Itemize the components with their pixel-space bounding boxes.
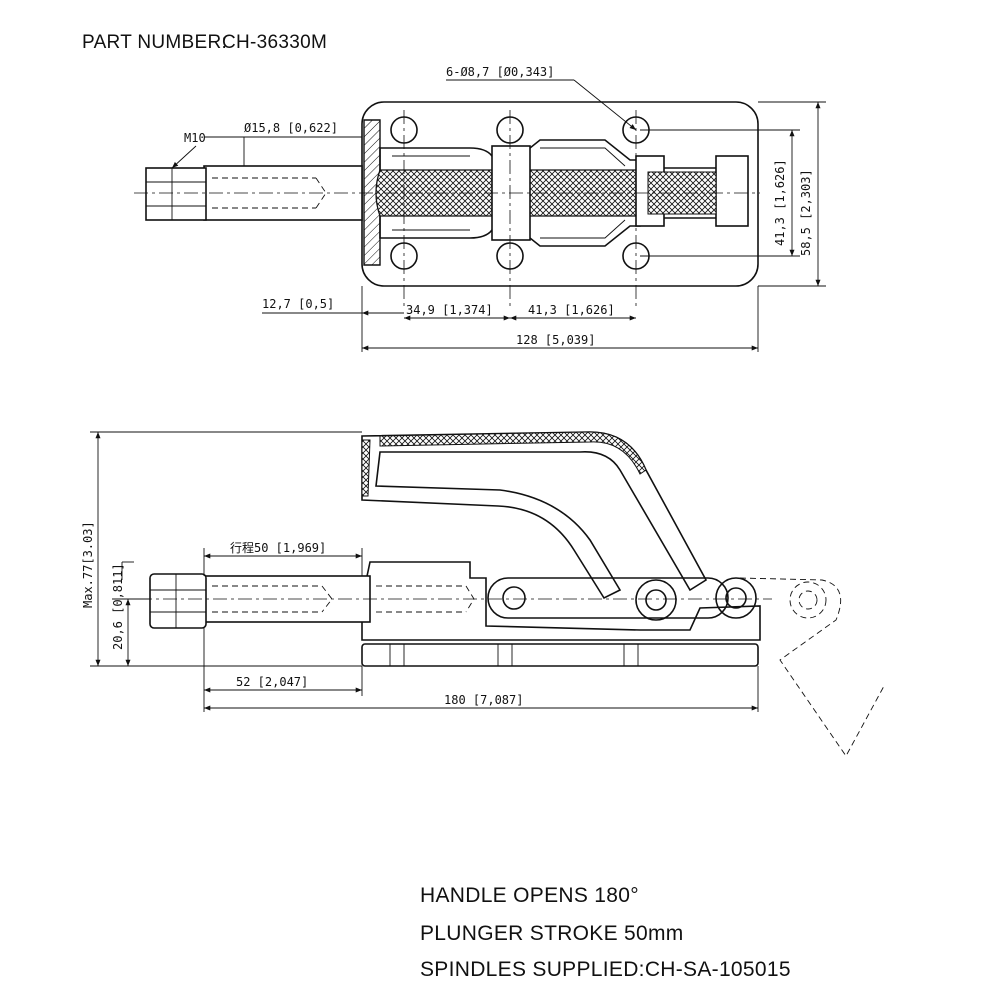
dim-stroke: 行程50 [1,969] — [230, 540, 326, 555]
pivot-rear-inner — [725, 587, 747, 609]
pivot-rear — [715, 577, 757, 619]
dim-hole-spacing-1: 34,9 [1,374] — [406, 303, 493, 317]
link-hatch — [647, 171, 717, 215]
note-stroke: PLUNGER STROKE 50mm — [420, 922, 684, 945]
shaft-diameter-callout: Ø15,8 [0,622] — [244, 121, 338, 135]
hex-nut — [145, 167, 207, 221]
front-flange-section — [363, 119, 381, 266]
part-number-value: CH-36330M — [222, 32, 327, 53]
dim-max-height: Max.77[3.03] — [81, 521, 95, 608]
pivot-center — [635, 579, 677, 621]
link-arm — [487, 577, 729, 619]
handle-outline — [361, 431, 708, 600]
dim-overall-width: 58,5 [2,303] — [799, 169, 813, 256]
top-view: 6-Ø8,7 [Ø0,343] M10 Ø15,8 [0,622] 12,7 [… — [134, 65, 826, 352]
dim-left-offset: 12,7 [0,5] — [262, 297, 334, 311]
handle-grip-section — [361, 431, 647, 497]
body-block-outline — [361, 561, 761, 641]
dim-total-length: 180 [7,087] — [444, 693, 523, 707]
note-handle: HANDLE OPENS 180° — [420, 884, 639, 907]
link-bar — [664, 167, 716, 219]
pivot-center-inner — [645, 589, 667, 611]
side-view: Max.77[3.03] 20,6 [0,811] 行程50 [1,969] 5… — [81, 431, 885, 757]
base-plate-side — [361, 643, 759, 667]
dim-overall-length: 128 [5,039] — [516, 333, 595, 347]
hex-nut-side — [149, 573, 207, 629]
body-channel-inner — [392, 147, 626, 239]
pivot-open-position — [789, 581, 827, 619]
notes: HANDLE OPENS 180° PLUNGER STROKE 50mm SP… — [420, 884, 791, 981]
dim-axis-height: 20,6 [0,811] — [111, 563, 125, 650]
handle-open-position — [739, 577, 885, 757]
note-spindles: SPINDLES SUPPLIED:CH-SA-105015 — [420, 958, 791, 981]
part-number-label: PART NUMBER: — [82, 32, 227, 53]
dim-hole-rows: 41,3 [1,626] — [773, 159, 787, 246]
dim-nose-length: 52 [2,047] — [236, 675, 308, 689]
link-rod-c — [715, 155, 749, 227]
pivot-front — [502, 586, 526, 610]
dim-hole-spacing-2: 41,3 [1,626] — [528, 303, 615, 317]
holes-callout: 6-Ø8,7 [Ø0,343] — [446, 65, 554, 79]
thread-callout: M10 — [184, 131, 206, 145]
